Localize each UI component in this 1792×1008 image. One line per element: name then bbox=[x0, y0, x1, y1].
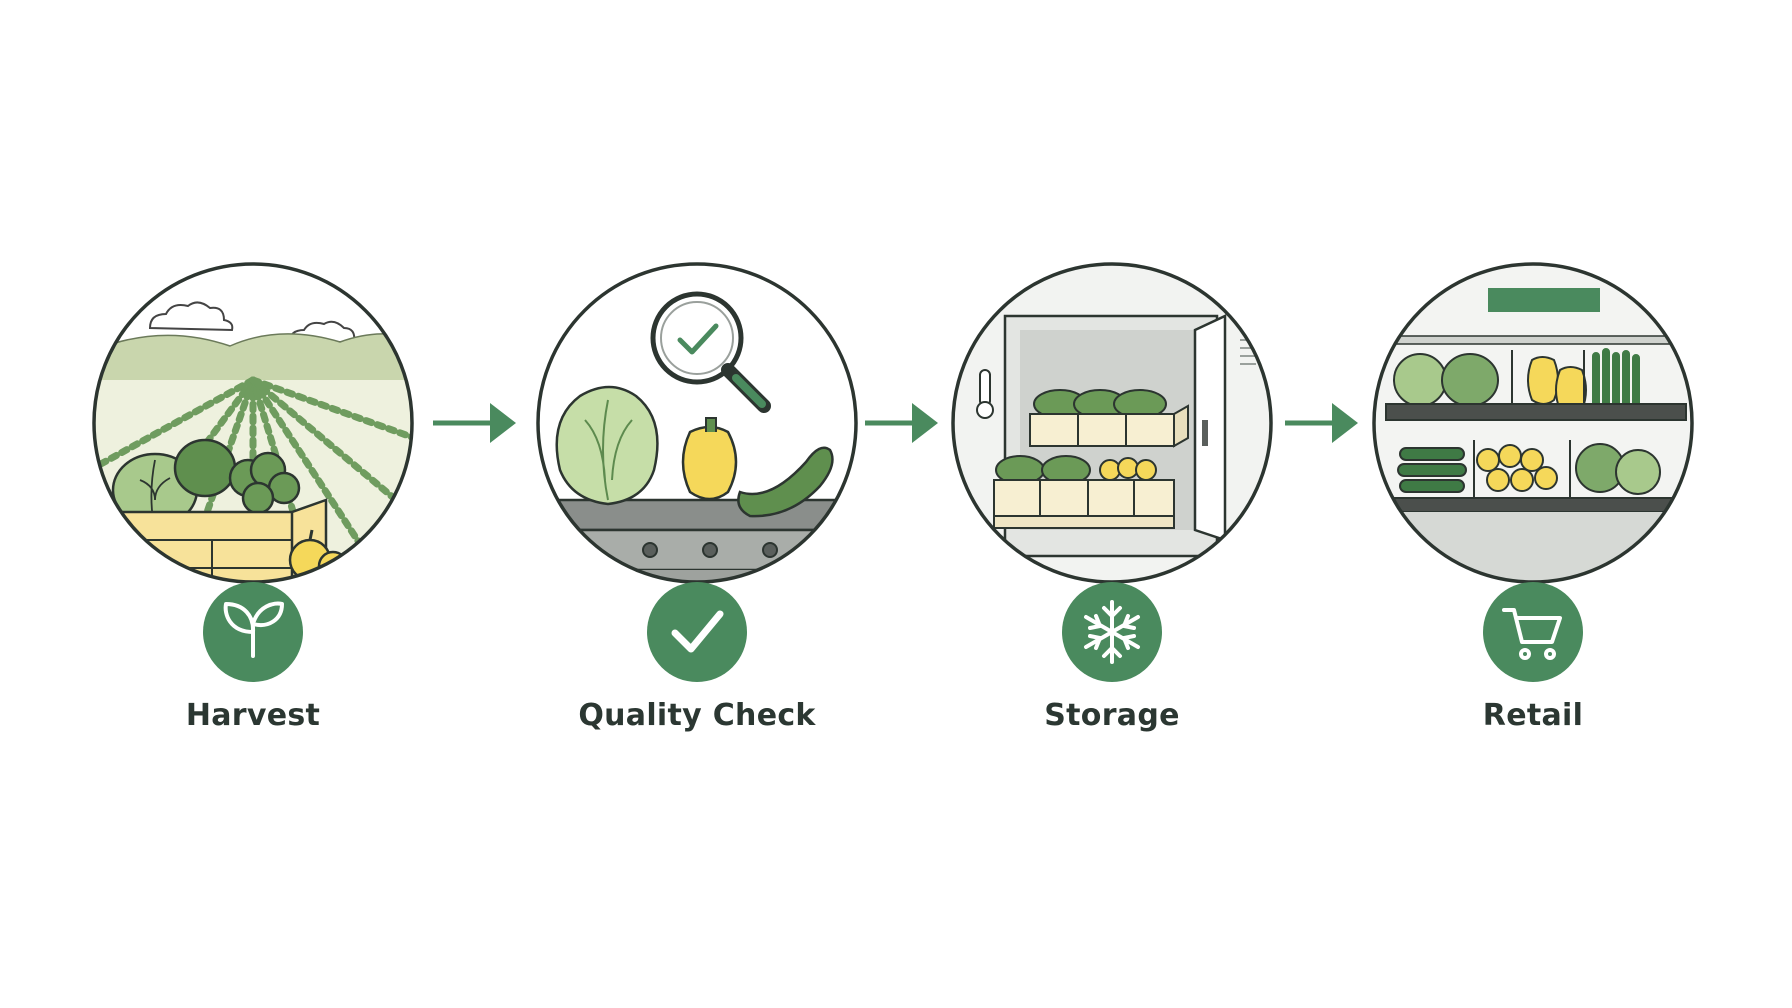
snowflake-icon bbox=[1084, 600, 1140, 664]
retail-step bbox=[1372, 262, 1694, 682]
storage-step bbox=[951, 262, 1273, 682]
retail-scene bbox=[1374, 264, 1692, 582]
arrow-right-icon bbox=[865, 403, 938, 443]
step-label-quality-check: Quality Check bbox=[578, 698, 816, 733]
cart-icon bbox=[1502, 608, 1562, 660]
quality-check-badge bbox=[647, 582, 747, 682]
harvest-badge bbox=[203, 582, 303, 682]
storage-badge bbox=[1062, 582, 1162, 682]
arrow-right-icon bbox=[1285, 403, 1358, 443]
quality-check-scene bbox=[538, 264, 856, 582]
step-label-storage: Storage bbox=[1044, 698, 1180, 733]
retail-badge bbox=[1483, 582, 1583, 682]
harvest-step bbox=[92, 262, 414, 682]
step-label-harvest: Harvest bbox=[185, 698, 321, 733]
storage-scene bbox=[953, 264, 1271, 582]
check-icon bbox=[671, 610, 724, 653]
arrow-right-icon bbox=[433, 403, 516, 443]
quality-check-step bbox=[536, 262, 858, 682]
step-label-retail: Retail bbox=[1482, 698, 1584, 733]
sprout-icon bbox=[223, 601, 284, 658]
